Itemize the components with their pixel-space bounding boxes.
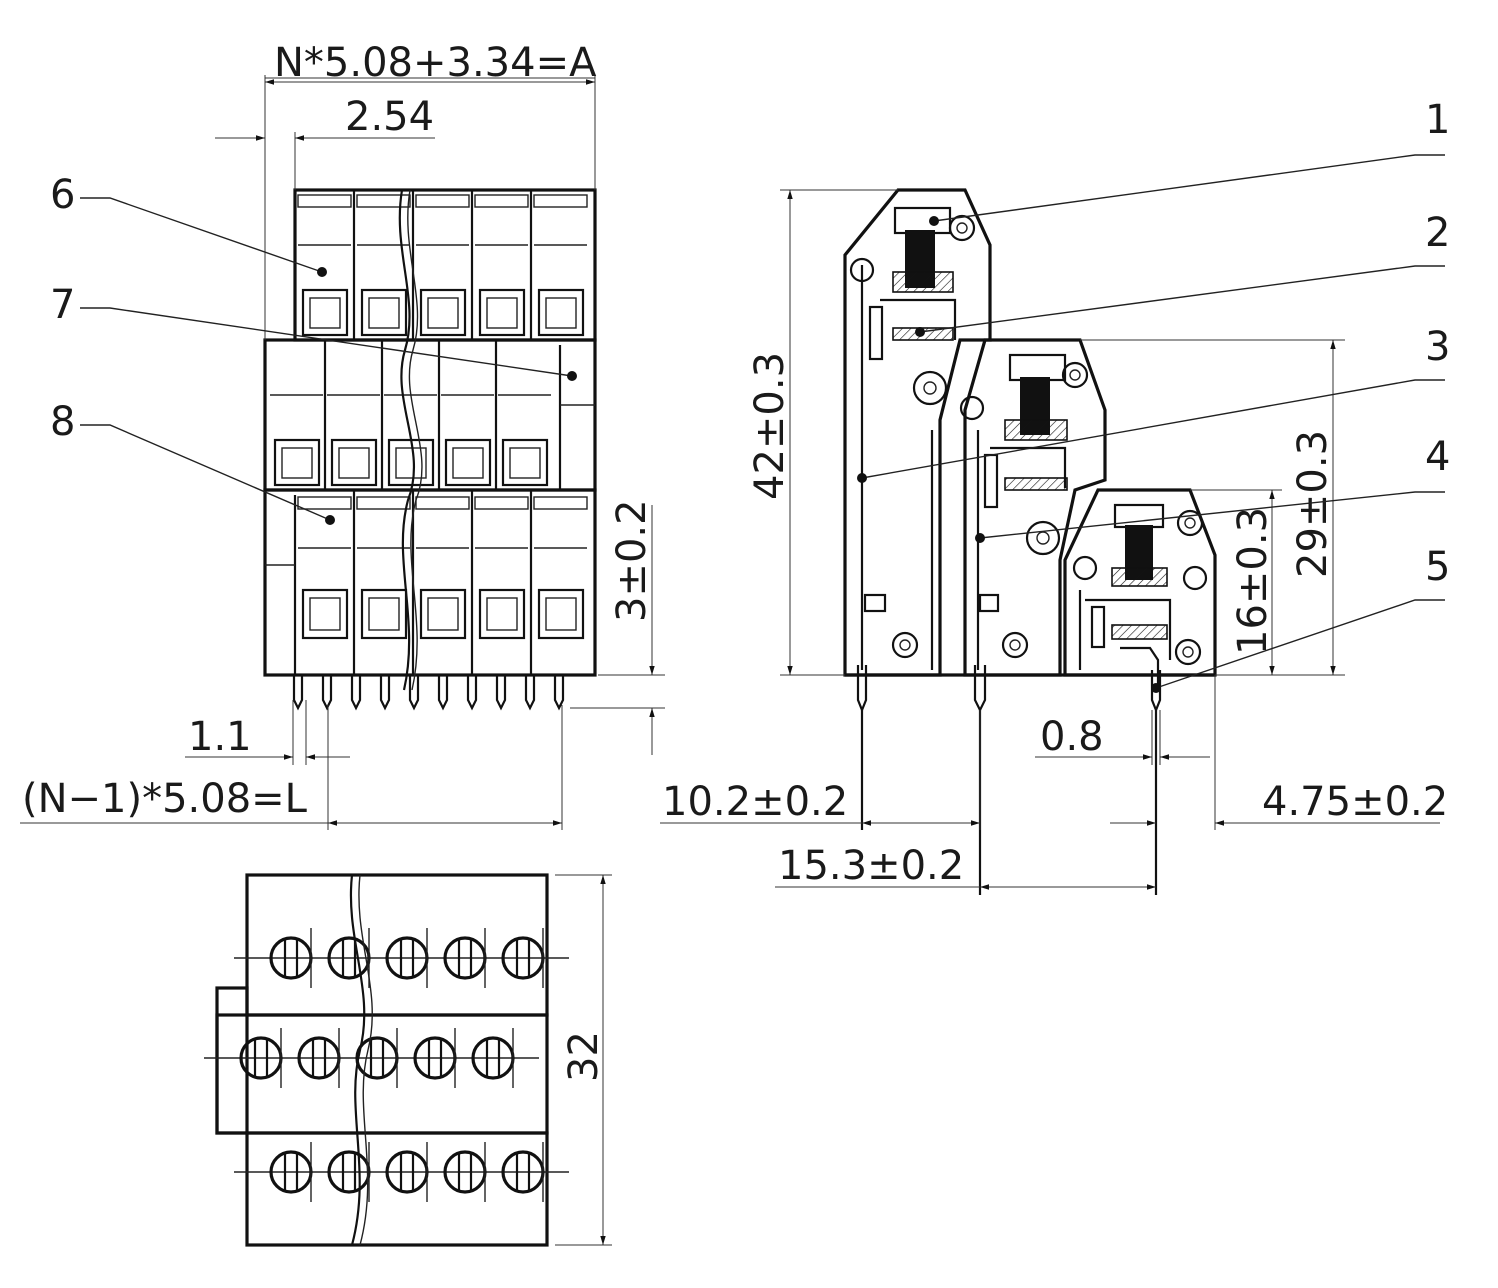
- side-callouts: 1 2 3 4 5: [857, 97, 1450, 693]
- dim-bottom-height: 16±0.3: [1230, 507, 1276, 655]
- latch-slot: [474, 194, 529, 208]
- wire-entry: [301, 288, 349, 337]
- dim-row1-to-row2: 10.2±0.2: [662, 779, 848, 825]
- pin: [379, 675, 391, 711]
- callout-8: 8: [50, 399, 75, 445]
- front-view: [263, 188, 597, 711]
- front-callouts: 6 7 8: [50, 172, 577, 525]
- dim-pin-offset: 4.75±0.2: [1262, 779, 1448, 825]
- dim-total-height: 42±0.3: [747, 352, 793, 500]
- side-dimensions: 42±0.3 29±0.3 16±0.3 10.2±0.2 15.3±0.2 0…: [660, 189, 1448, 890]
- dim-depth: 32: [561, 1031, 607, 1082]
- wire-entry: [478, 288, 526, 337]
- dim-pin-thickness: 0.8: [1040, 714, 1104, 760]
- dim-pin-width: 1.1: [188, 714, 252, 760]
- dim-overall-width: N*5.08+3.34=A: [274, 40, 597, 86]
- wire-entry: [360, 588, 408, 640]
- wire-entry: [501, 438, 549, 487]
- dim-pin-span: (N−1)*5.08=L: [22, 776, 308, 822]
- wire-entry: [330, 438, 378, 487]
- wire-entry: [273, 438, 321, 487]
- front-dimensions: N*5.08+3.34=A 2.54 1.1 (N−1)*5.08=L 3±0.…: [20, 40, 665, 830]
- wire-entry: [301, 588, 349, 640]
- callout-2: 2: [1425, 210, 1450, 256]
- pin: [524, 675, 536, 711]
- wire-entry: [419, 588, 467, 640]
- latch-slot: [533, 194, 588, 208]
- top-view: 32: [204, 873, 612, 1247]
- wire-entry: [444, 438, 492, 487]
- latch-slot: [415, 194, 470, 208]
- callout-4: 4: [1425, 434, 1450, 480]
- latch-slot: [297, 194, 352, 208]
- pin: [437, 675, 449, 711]
- wire-entry: [537, 288, 585, 337]
- wire-entry: [360, 288, 408, 337]
- dim-pin-protrusion: 3±0.2: [609, 499, 655, 622]
- pin: [466, 675, 478, 711]
- pin: [350, 675, 362, 711]
- latch-slot: [356, 194, 411, 208]
- pin: [408, 675, 420, 711]
- callout-7: 7: [50, 282, 75, 328]
- dim-half-pitch: 2.54: [345, 94, 434, 140]
- wire-entry: [537, 588, 585, 640]
- callout-1: 1: [1425, 97, 1450, 143]
- side-view: [843, 188, 1217, 895]
- dim-row2-to-row3: 15.3±0.2: [778, 843, 964, 889]
- callout-3: 3: [1425, 324, 1450, 370]
- pin: [495, 675, 507, 711]
- wire-entry: [478, 588, 526, 640]
- callout-5: 5: [1425, 544, 1450, 590]
- pin: [321, 675, 333, 711]
- pin: [292, 675, 304, 711]
- pin: [553, 675, 565, 711]
- callout-6: 6: [50, 172, 75, 218]
- wire-entry: [419, 288, 467, 337]
